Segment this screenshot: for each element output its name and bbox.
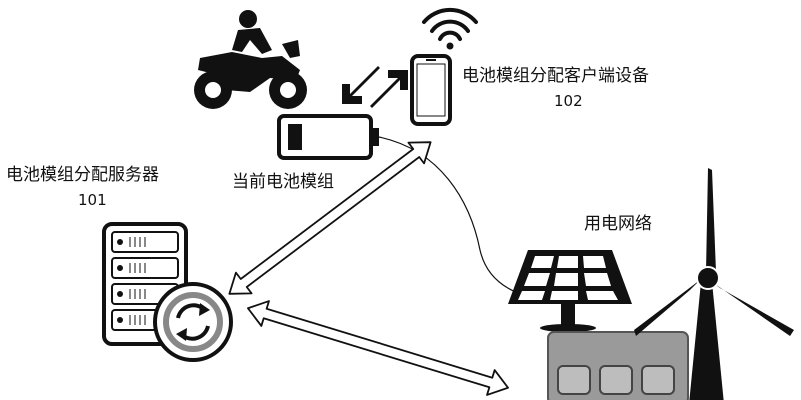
battery-label: 当前电池模组 — [232, 172, 334, 192]
solar-panel-icon — [508, 250, 632, 332]
phone-battery-arrows — [342, 66, 408, 108]
sync-icon — [153, 282, 233, 362]
server-code: 101 — [78, 191, 107, 209]
smartphone-icon — [410, 54, 452, 126]
server-grid-arrow — [247, 300, 509, 396]
battery-icon — [277, 114, 379, 160]
client-code: 102 — [554, 92, 583, 110]
grid-label: 用电网络 — [584, 214, 652, 234]
server-label: 电池模组分配服务器 — [6, 165, 159, 185]
client-label: 电池模组分配客户端设备 — [462, 66, 649, 86]
wind-turbine-icon — [634, 168, 794, 400]
energy-storage-icon — [547, 331, 689, 400]
motorcycle-icon — [194, 10, 307, 109]
wifi-icon — [422, 7, 478, 50]
server-battery-arrow — [228, 141, 432, 295]
